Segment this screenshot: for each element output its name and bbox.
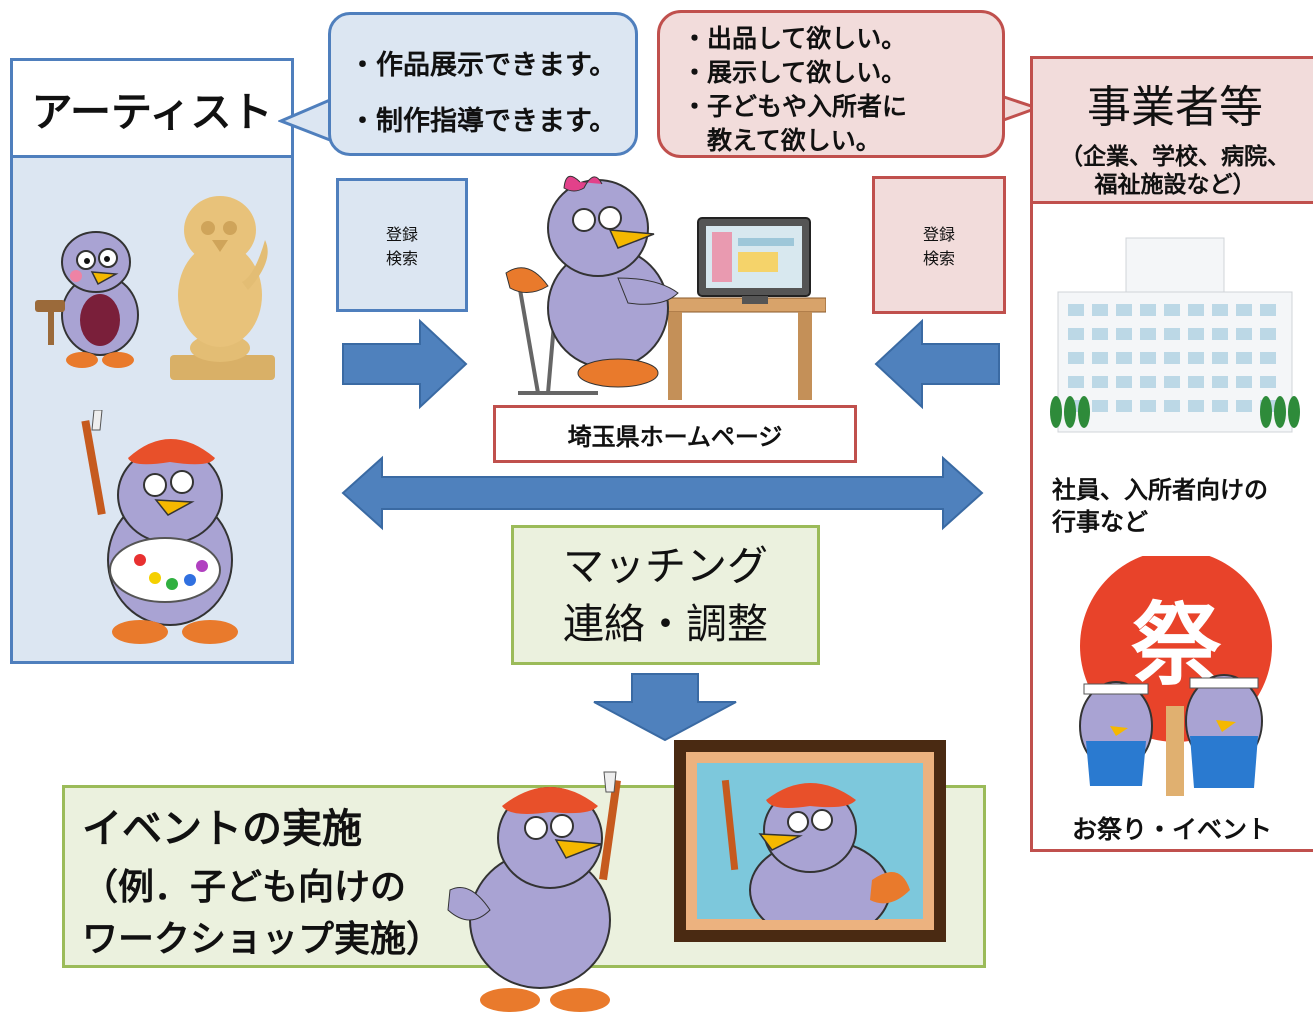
business-bubble-line-3: ・子どもや入所者に — [682, 92, 908, 121]
artist-bubble-line-1: ・作品展示できます。 — [349, 50, 617, 81]
right-arrow-icon — [342, 318, 468, 410]
monitor-icon — [697, 217, 811, 304]
left-arrow-icon — [874, 318, 1000, 410]
festival-illustration: 祭 — [1079, 556, 1272, 796]
festival-caption: お祭り・イベント — [1072, 815, 1273, 844]
business-header: 事業者等 （企業、学校、病院、 福祉施設など） — [1030, 56, 1313, 204]
painter-mascot-illustration — [81, 410, 238, 644]
artist-search-label: 検索 — [385, 249, 418, 268]
saitama-homepage-box: 埼玉県ホームページ — [493, 405, 857, 463]
painting-mascot-illustration — [721, 779, 910, 920]
down-arrow-icon — [593, 673, 737, 742]
building-illustration — [1050, 237, 1300, 433]
business-staff-event-line-2: 行事など — [1052, 508, 1148, 536]
business-subtitle-line-2: 福祉施設など） — [1094, 172, 1256, 198]
artist-speech-bubble: ・作品展示できます。 ・制作指導できます。 — [328, 12, 638, 156]
computer-mascot-illustration — [505, 175, 826, 400]
business-search-label: 検索 — [922, 249, 955, 268]
event-example-line-2: ワークショップ実施） — [82, 919, 443, 960]
sculptor-mascot-illustration — [35, 196, 275, 380]
artist-title: アーティスト — [10, 58, 294, 158]
statue-icon — [170, 196, 275, 380]
workshop-mascot-illustration — [447, 771, 621, 1012]
business-bubble-line-4: 教えて欲しい。 — [682, 126, 881, 155]
matching-line-2: 連絡・調整 — [563, 600, 768, 648]
business-bubble-line-2: ・展示して欲しい。 — [682, 58, 907, 87]
business-speech-bubble: ・出品して欲しい。 ・展示して欲しい。 ・子どもや入所者に 教えて欲しい。 — [657, 10, 1005, 158]
artist-bubble-line-2: ・制作指導できます。 — [349, 106, 617, 137]
artist-bubble-tail — [278, 98, 331, 142]
artist-register-label: 登録 — [385, 225, 418, 244]
business-register-label: 登録 — [922, 225, 955, 244]
double-arrow-icon — [341, 455, 984, 531]
artist-register-search-box: 登録 検索 — [336, 178, 468, 312]
business-bubble-line-1: ・出品して欲しい。 — [682, 24, 907, 53]
event-title: イベントの実施 — [82, 806, 362, 852]
matching-line-1: マッチング — [563, 542, 768, 590]
business-subtitle-line-1: （企業、学校、病院、 — [1060, 144, 1290, 170]
matching-box: マッチング 連絡・調整 — [511, 525, 820, 665]
event-example-line-1: （例．子ども向けの — [82, 867, 407, 908]
business-register-search-box: 登録 検索 — [872, 176, 1006, 314]
business-staff-event-line-1: 社員、入所者向けの — [1052, 476, 1268, 504]
small-mascot-icon — [35, 231, 139, 368]
business-title: 事業者等 — [1087, 82, 1263, 133]
